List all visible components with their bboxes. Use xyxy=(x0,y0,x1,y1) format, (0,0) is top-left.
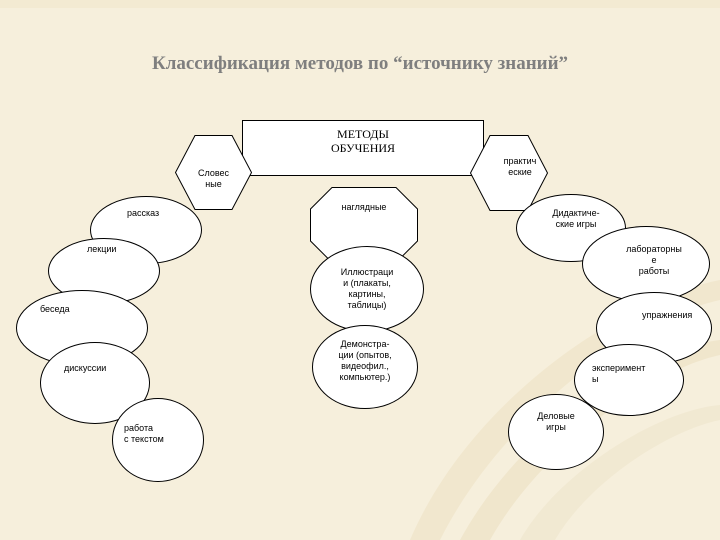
category-verbal-label: Словес ные xyxy=(197,168,230,189)
method-demonstrations-ellipse xyxy=(312,325,418,409)
method-exercises-label: упражнения xyxy=(642,310,693,320)
method-story-label: рассказ xyxy=(127,208,160,218)
category-practical-label: практич еские xyxy=(503,156,537,177)
method-lab-work-label: лабораторны е работы xyxy=(626,244,682,276)
method-discussion-label: дискуссии xyxy=(64,363,107,373)
method-conversation-label: беседа xyxy=(40,304,70,314)
method-demonstrations-label: Демонстра- ции (опытов, видеофил., компь… xyxy=(338,339,392,382)
category-verbal-hexagon xyxy=(174,135,253,210)
method-text-work-ellipse xyxy=(112,398,204,482)
method-didactic-games-label: Дидактиче- ские игры xyxy=(552,208,600,229)
root-label: МЕТОДЫ ОБУЧЕНИЯ xyxy=(330,127,396,155)
method-business-games-label: Деловые игры xyxy=(537,411,575,432)
slide-title: Классификация методов по “источнику знан… xyxy=(151,53,569,74)
method-discussion-ellipse xyxy=(40,342,150,424)
category-visual-label: наглядные xyxy=(341,202,387,212)
root-box xyxy=(242,120,484,176)
method-business-games-ellipse xyxy=(508,394,604,470)
method-experiments-label: эксперимент ы xyxy=(592,363,646,384)
method-illustrations-label: Иллюстраци и (плакаты, картины, таблицы) xyxy=(340,267,394,310)
method-experiments-ellipse xyxy=(574,344,684,416)
method-text-work-label: работа с текстом xyxy=(124,423,164,444)
method-lectures-label: лекции xyxy=(87,244,117,254)
